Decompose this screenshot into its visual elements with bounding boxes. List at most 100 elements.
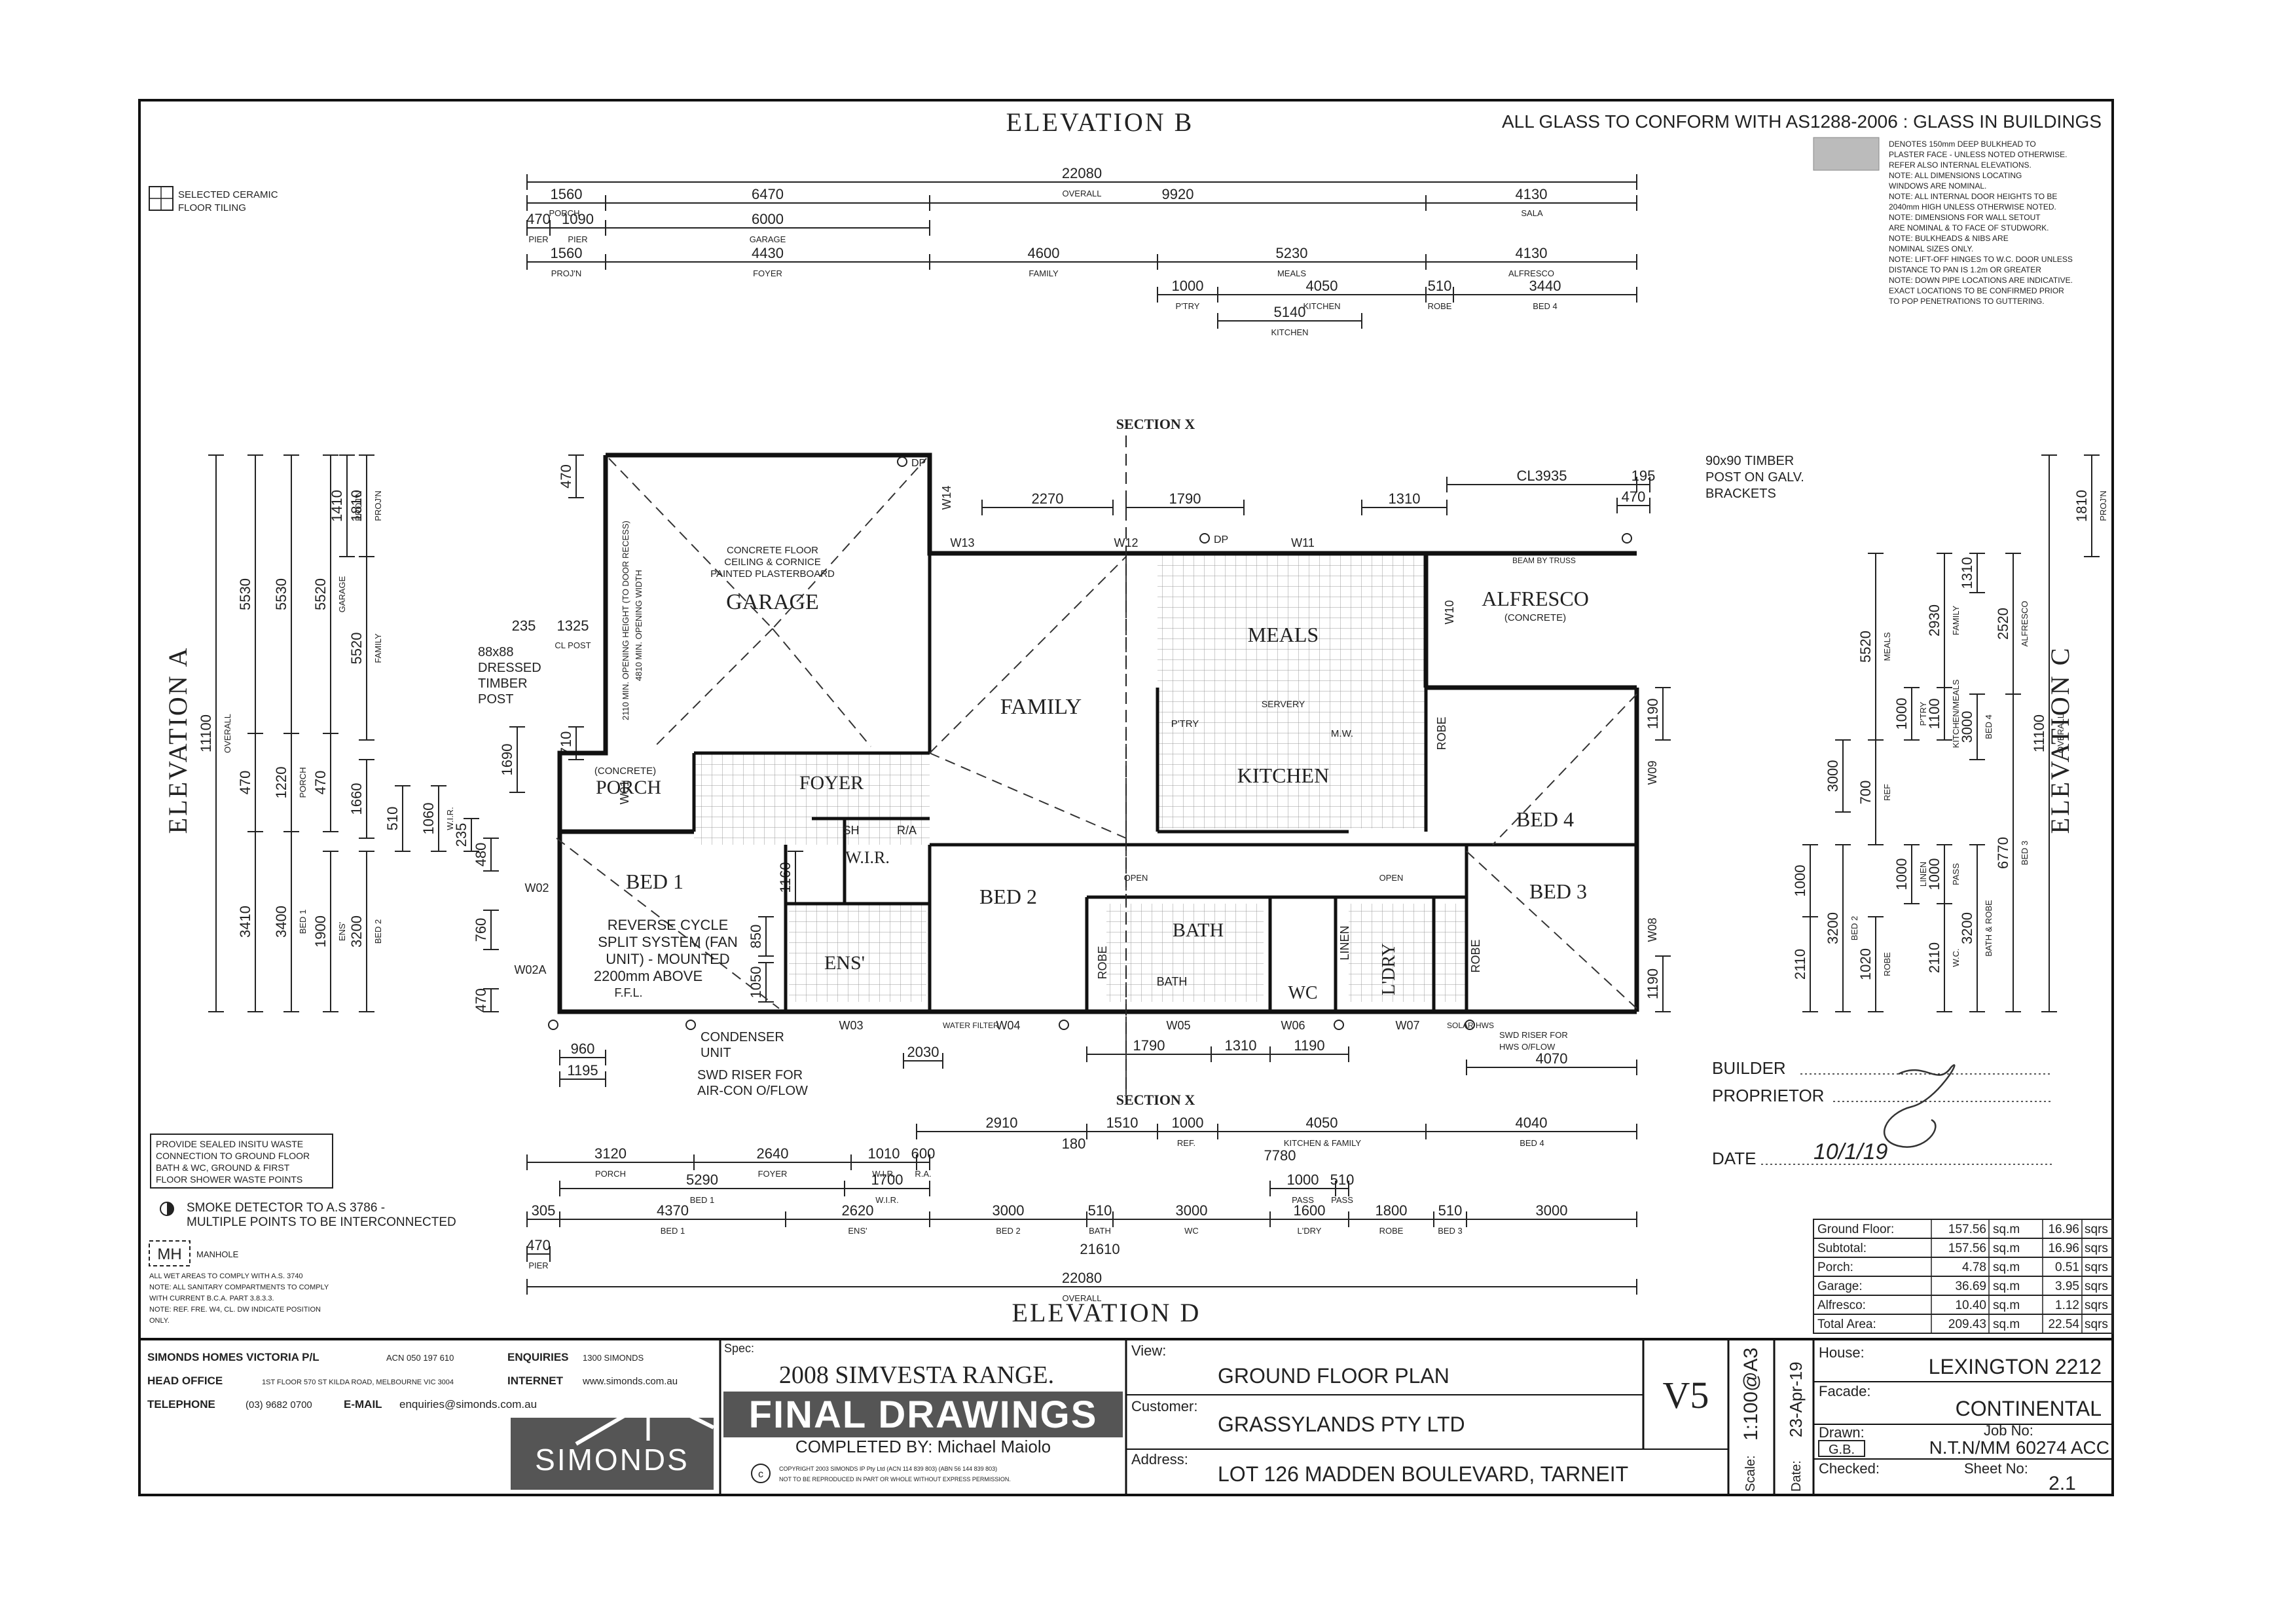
- left-overall-label: OVERALL: [223, 714, 232, 753]
- bottom-row1-value: 1510: [1106, 1115, 1139, 1131]
- view-value: GROUND FLOOR PLAN: [1218, 1364, 1449, 1388]
- meals-kitchen-tiles: [1157, 553, 1426, 828]
- timber-post-note-3: BRACKETS: [1705, 487, 1776, 501]
- ensuite-shower: SH: [843, 824, 859, 837]
- bottom-row4-value: 510: [1088, 1202, 1112, 1219]
- job-label: Job No:: [1984, 1422, 2033, 1439]
- garage-note-1: CONCRETE FLOOR: [727, 545, 818, 556]
- area-sqrs: 16.96: [2048, 1223, 2079, 1236]
- bottom-row3-value: 510: [1330, 1172, 1355, 1188]
- swd-hws-note-1: SWD RISER FOR: [1499, 1030, 1568, 1040]
- area-unit: sq.m: [1993, 1318, 2020, 1331]
- customer-value: GRASSYLANDS PTY LTD: [1218, 1412, 1465, 1436]
- left-col5-value: 510: [384, 807, 401, 831]
- title-block: SIMONDS HOMES VICTORIA P/L ACN 050 197 6…: [138, 1338, 2114, 1496]
- general-note-line: PLASTER FACE - UNLESS NOTED OTHERWISE.: [1889, 150, 2068, 159]
- top-row5-value: 5140: [1274, 304, 1306, 320]
- compliance-note-line: NOTE: REF. FRE. W4, CL. DW INDICATE POSI…: [149, 1306, 321, 1314]
- right-col2-label: ALFRESCO: [2020, 600, 2030, 646]
- downpipe-icon: [1059, 1020, 1069, 1030]
- bottom-row3-label: PASS: [1331, 1195, 1353, 1205]
- head-office-value: 1ST FLOOR 570 ST KILDA ROAD, MELBOURNE V…: [262, 1378, 454, 1386]
- completed-by: COMPLETED BY: Michael Maiolo: [795, 1437, 1051, 1456]
- bottom-inner-value: 1190: [1294, 1037, 1324, 1054]
- top-row4-value: 4050: [1306, 278, 1338, 294]
- area-label: Alfresco:: [1817, 1299, 1866, 1312]
- bottom-overall-label: OVERALL: [1063, 1293, 1102, 1303]
- room-family: FAMILY: [1000, 695, 1082, 719]
- right-col3-top-value: 1310: [1959, 557, 1975, 589]
- top-overall-value: 22080: [1062, 165, 1102, 181]
- left-col3-value: 470: [312, 771, 329, 795]
- left-col1-value: 470: [237, 771, 253, 795]
- window-w01: W01: [618, 780, 631, 804]
- date-value-tb: 23-Apr-19: [1786, 1361, 1806, 1437]
- bottom-row1-value: 2910: [986, 1115, 1018, 1131]
- right-col2-value: 6770: [1995, 837, 2011, 869]
- waste-note-line: CONNECTION TO GROUND FLOOR: [156, 1151, 310, 1161]
- room-bed2: BED 2: [979, 885, 1037, 908]
- garage-note-3: PAINTED PLASTERBOARD: [710, 568, 835, 580]
- timber-post-note-1: 90x90 TIMBER: [1705, 454, 1794, 468]
- left-note-value: 1325: [557, 618, 589, 634]
- water-filter: WATER FILTER: [943, 1021, 999, 1030]
- bottom-row4b-value: 21610: [1080, 1241, 1120, 1257]
- left-note-value: 235: [512, 618, 536, 634]
- bottom-row4-label: WC: [1184, 1226, 1199, 1236]
- window-w08: W08: [1646, 917, 1659, 942]
- left-col4-label: FAMILY: [373, 633, 383, 663]
- general-note-line: NOTE: ALL DIMENSIONS LOCATING: [1889, 171, 2022, 180]
- bottom-row4-value: 305: [532, 1202, 556, 1219]
- left-col4-value: 3200: [348, 915, 365, 948]
- top-row1-value: 6470: [752, 186, 784, 202]
- top-row3-label: PROJ'N: [551, 268, 582, 278]
- bottom-row2-label: R.A.: [915, 1169, 931, 1179]
- right-col4-value: 2110: [1926, 942, 1942, 973]
- tile-legend-line-2: FLOOR TILING: [178, 202, 246, 213]
- proprietor-label: PROPRIETOR: [1712, 1086, 1824, 1105]
- area-sqrs: 0.51: [2055, 1261, 2079, 1274]
- job-value: N.T.N/MM 60274 ACC: [1929, 1437, 2109, 1458]
- signature-block: BUILDER PROPRIETOR DATE 10/1/19: [1712, 1058, 2052, 1168]
- bottom-row3-value: 1700: [871, 1172, 903, 1188]
- top-row3-value: 5230: [1276, 245, 1308, 261]
- window-w14: W14: [940, 485, 953, 509]
- area-unit2: sqrs: [2085, 1223, 2108, 1236]
- bottom-row4-label: BED 1: [661, 1226, 685, 1236]
- bottom-row3-label: PASS: [1292, 1195, 1314, 1205]
- bottom-inner-value: 4070: [1536, 1050, 1568, 1067]
- bottom-row3-label: BED 1: [690, 1195, 715, 1205]
- area-sqrs: 22.54: [2048, 1318, 2079, 1331]
- top-inner-value: 470: [1622, 489, 1646, 505]
- ldry-tiles: [1349, 904, 1467, 1002]
- company-acn: ACN 050 197 610: [386, 1353, 454, 1363]
- solar-hws: SOLAR HWS: [1447, 1021, 1494, 1030]
- bottom-row4-value: 3000: [993, 1202, 1025, 1219]
- downpipe-icon: [548, 1020, 558, 1030]
- room-ensuite: ENS': [824, 952, 865, 974]
- downpipe-icon: [1465, 1020, 1475, 1030]
- bottom-inner-value: 960: [571, 1041, 595, 1057]
- top-inner-value: 2270: [1032, 490, 1064, 507]
- right-col3-value: 3000: [1959, 711, 1975, 743]
- swd-aircon-note-1: SWD RISER FOR: [697, 1068, 803, 1082]
- alfresco-note: (CONCRETE): [1504, 612, 1566, 623]
- right-col8-value: 2110: [1792, 949, 1808, 980]
- compliance-note-line: ALL WET AREAS TO COMPLY WITH A.S. 3740: [149, 1272, 303, 1280]
- area-label: Total Area:: [1817, 1318, 1876, 1331]
- left-note-label: CL POST: [555, 640, 591, 650]
- builder-label: BUILDER: [1712, 1058, 1786, 1078]
- bottom-row4-value: 3000: [1536, 1202, 1568, 1219]
- bottom-row4-label: ENS': [848, 1226, 867, 1236]
- bottom-row1b-value: 7780: [1264, 1147, 1296, 1164]
- area-unit: sq.m: [1993, 1299, 2020, 1312]
- left-col4-label: BED 2: [373, 919, 383, 944]
- simonds-logo: SIMONDS: [511, 1395, 715, 1490]
- right-col6-label: MEALS: [1882, 632, 1892, 661]
- left-top-pier-value: 470: [558, 464, 574, 489]
- split-note-2: SPLIT SYSTEM (FAN: [598, 934, 738, 950]
- area-unit2: sqrs: [2085, 1318, 2108, 1331]
- split-note-4: 2200mm ABOVE: [594, 968, 702, 984]
